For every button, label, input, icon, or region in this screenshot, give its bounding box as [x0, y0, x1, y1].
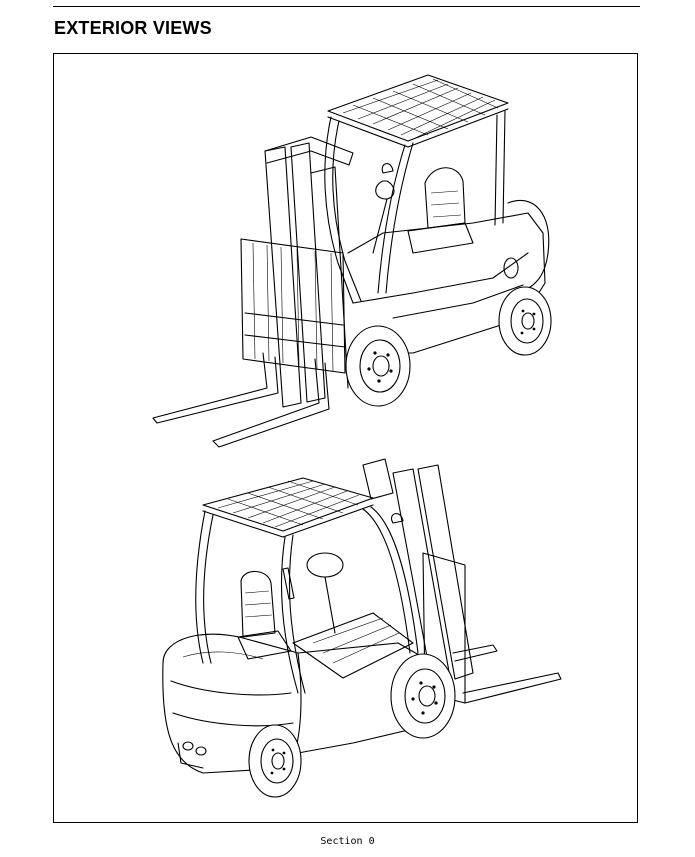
exterior-views-illustration: [152, 74, 562, 798]
figure-frame: [53, 53, 638, 823]
page-title: EXTERIOR VIEWS: [54, 18, 212, 38]
forklift-rear-view: [162, 458, 562, 798]
header-rule: [53, 6, 640, 7]
page-footer: Section 0: [320, 836, 375, 847]
forklift-front-view: [152, 74, 552, 448]
